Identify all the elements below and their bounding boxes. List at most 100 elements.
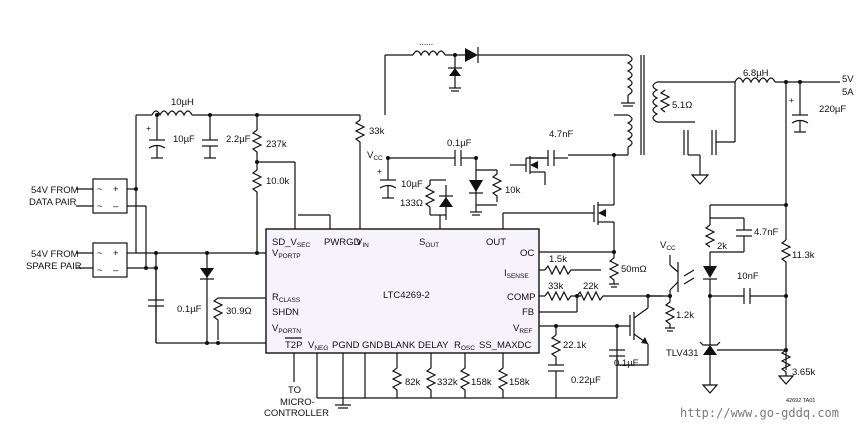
pin-comp: COMP [507,292,536,303]
pin-vportn: VPORTN [272,323,301,335]
resistor-22k [576,290,663,302]
resistor-158k-b [497,353,509,398]
inductor-6.8uh [734,77,776,84]
ltc4269-2-ic-body [265,228,540,354]
svg-text:3.65k: 3.65k [792,367,815,378]
svg-text:0.22µF: 0.22µF [571,375,601,386]
svg-text:2k: 2k [717,241,727,252]
transformer-primary [626,54,633,96]
resistor-1.5k [544,264,601,276]
svg-text:~: ~ [97,265,103,276]
pin-vportp: VPORTP [272,248,301,260]
output-current: 5A [842,87,854,98]
svg-text:......: ...... [419,37,433,47]
pin-t2p: T2P [285,340,302,351]
resistor-33k [354,119,366,152]
resistor-50m [608,252,620,284]
svg-text:+: + [113,248,119,259]
svg-text:2.2µF: 2.2µF [226,134,251,145]
figure-code: 42692 TA01 [786,398,815,404]
svg-text:4.7nF: 4.7nF [754,227,778,238]
resistor-2k [704,224,716,248]
pin-delay: DELAY [418,340,449,351]
pin-gnd: GND [362,340,383,351]
svg-text:~: ~ [97,248,103,259]
svg-text:158k: 158k [509,377,530,388]
pin-sout: SOUT [419,237,439,249]
pin-shdn: SHDN [272,307,299,318]
svg-text:82k: 82k [405,377,421,388]
pin-sd-vsec: SD_VSEC [272,237,310,249]
resistor-3.65k [780,349,792,376]
svg-text:237k: 237k [266,139,287,150]
resistor-33k-fb [544,290,581,302]
svg-text:1.5k: 1.5k [549,254,567,265]
resistor-158k-a [459,353,471,398]
tlv431 [703,345,717,355]
svg-text:10µH: 10µH [171,97,194,108]
svg-text:10k: 10k [505,185,521,196]
svg-text:30.9Ω: 30.9Ω [226,306,252,317]
pin-pwrgd: PWRGD [324,237,361,248]
svg-text:33k: 33k [369,126,385,137]
svg-text:332k: 332k [437,377,458,388]
pin-fb: FB [522,307,534,318]
resistor-30.9 [212,297,224,340]
svg-text:TLV431: TLV431 [666,348,699,359]
svg-text:33k: 33k [548,281,564,292]
svg-text:133Ω: 133Ω [400,198,423,209]
svg-text:+: + [113,184,119,195]
svg-text:0.1µF: 0.1µF [447,138,472,149]
watermark-url: http://www.go-gddq.com [680,406,839,420]
resistor-133 [424,184,436,215]
svg-text:DATA PAIR: DATA PAIR [29,197,77,208]
svg-text:~: ~ [97,184,103,195]
tvs-zener [200,268,214,278]
output-voltage: 5V [842,74,854,85]
resistor-22.1k [550,334,562,365]
resistor-332k [425,353,437,398]
pin-ss-maxdc: SS_MAXDC [479,340,531,351]
svg-text:10nF: 10nF [737,271,759,282]
bridge-spare-pair [92,242,128,278]
svg-text:22k: 22k [583,281,599,292]
transformer-secondary [652,81,659,123]
svg-text:–: – [113,201,119,212]
pin-vref: VREF [513,323,532,335]
label-spare-pair: 54V FROM [31,249,79,260]
svg-text:6.8µH: 6.8µH [743,68,769,79]
resistor-11.3k [780,239,792,272]
svg-text:158k: 158k [471,377,492,388]
inductor-10uh [151,110,193,117]
svg-text:0.1µF: 0.1µF [614,358,639,369]
pin-pgnd: PGND [332,340,360,351]
svg-text:~: ~ [97,201,103,212]
label-data-pair: 54V FROM [31,185,79,196]
pin-out: OUT [486,237,506,248]
svg-text:220µF: 220µF [819,104,846,115]
svg-text:+: + [377,166,382,176]
svg-text:1.2k: 1.2k [676,310,694,321]
bridge-data-pair [92,178,128,214]
pin-oc: OC [520,248,534,259]
pin-isense: ISENSE [504,268,529,280]
resistor-1.2k [664,296,676,328]
ic-name: LTC4269-2 [383,290,430,301]
svg-text:5.1Ω: 5.1Ω [672,100,692,111]
svg-text:10µF: 10µF [401,179,423,190]
pin-vin: VIN [356,237,369,249]
resistor-82k [391,353,403,398]
svg-text:+: + [146,123,151,133]
svg-text:10.0k: 10.0k [266,176,289,187]
resistor-10k-mid [491,170,503,202]
svg-text:TO: TO [288,385,301,396]
svg-text:50mΩ: 50mΩ [621,264,647,275]
svg-text:+: + [789,95,794,105]
svg-text:MICRO-: MICRO- [280,397,315,408]
svg-text:11.3k: 11.3k [792,250,815,261]
inductor-top [412,50,446,57]
svg-text:22.1k: 22.1k [563,340,586,351]
svg-text:0.1µF: 0.1µF [177,304,202,315]
svg-text:CONTROLLER: CONTROLLER [264,408,329,419]
